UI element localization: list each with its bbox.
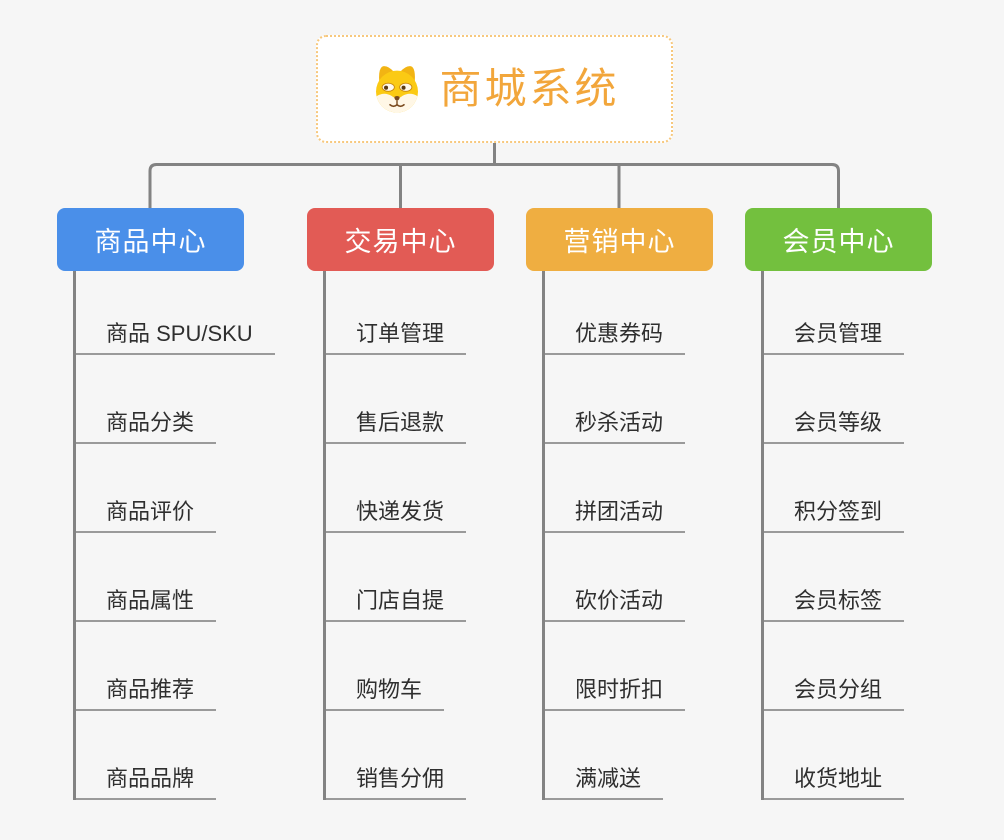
tree-leaf-label: 拼团活动 — [545, 499, 686, 533]
tree-leaf[interactable]: 会员管理 — [764, 271, 905, 355]
branch-node-product-center[interactable]: 商品中心 — [57, 208, 244, 271]
tree-leaf-label: 秒杀活动 — [545, 410, 686, 444]
tree-leaf-label: 售后退款 — [326, 410, 467, 444]
root-node[interactable]: 商城系统 — [316, 35, 673, 143]
tree-leaf-label: 商品推荐 — [76, 677, 217, 711]
tree-leaf[interactable]: 商品分类 — [76, 355, 275, 444]
tree-leaf-label: 商品属性 — [76, 588, 217, 622]
tree-leaf-label: 积分签到 — [764, 499, 905, 533]
tree-leaf-label: 砍价活动 — [545, 588, 686, 622]
branch-member-center: 会员中心 会员管理 会员等级 积分签到 会员标签 会员分组 收货地址 — [745, 208, 932, 800]
tree-leaf[interactable]: 限时折扣 — [545, 622, 686, 711]
tree-leaf[interactable]: 优惠券码 — [545, 271, 686, 355]
tree-leaf[interactable]: 订单管理 — [326, 271, 467, 355]
branch-node-member-center[interactable]: 会员中心 — [745, 208, 932, 271]
branch-bus-line — [148, 163, 840, 208]
tree-leaf-label: 会员管理 — [764, 321, 905, 355]
tree-leaf-label: 优惠券码 — [545, 321, 686, 355]
tree-leaf[interactable]: 购物车 — [326, 622, 466, 711]
tree-leaf[interactable]: 快递发货 — [326, 444, 467, 533]
tree-leaf[interactable]: 积分签到 — [764, 444, 905, 533]
tree-leaf[interactable]: 会员等级 — [764, 355, 905, 444]
branch-marketing-center: 营销中心 优惠券码 秒杀活动 拼团活动 砍价活动 限时折扣 满减送 — [526, 208, 713, 800]
tree-leaf-label: 限时折扣 — [545, 677, 686, 711]
tree-leaf[interactable]: 秒杀活动 — [545, 355, 686, 444]
tree-leaf[interactable]: 销售分佣 — [326, 711, 467, 800]
tree-leaf-label: 销售分佣 — [326, 766, 467, 800]
tree-leaf[interactable]: 满减送 — [545, 711, 685, 800]
tree-leaf[interactable]: 商品属性 — [76, 533, 275, 622]
tree-leaf-label: 购物车 — [326, 677, 445, 711]
branch-trade-center: 交易中心 订单管理 售后退款 快递发货 门店自提 购物车 销售分佣 — [307, 208, 494, 800]
branch-member-items: 会员管理 会员等级 积分签到 会员标签 会员分组 收货地址 — [761, 271, 905, 800]
tree-leaf-label: 门店自提 — [326, 588, 467, 622]
tree-leaf[interactable]: 商品品牌 — [76, 711, 275, 800]
tree-leaf-label: 满减送 — [545, 766, 664, 800]
tree-leaf-label: 收货地址 — [764, 766, 905, 800]
branch-product-center: 商品中心 商品 SPU/SKU 商品分类 商品评价 商品属性 商品推荐 商品品牌 — [57, 208, 275, 800]
branch-product-items: 商品 SPU/SKU 商品分类 商品评价 商品属性 商品推荐 商品品牌 — [73, 271, 275, 800]
tree-leaf-label: 商品分类 — [76, 410, 217, 444]
tree-leaf-label: 会员等级 — [764, 410, 905, 444]
tree-leaf[interactable]: 商品评价 — [76, 444, 275, 533]
tree-leaf-label: 订单管理 — [326, 321, 467, 355]
tree-leaf[interactable]: 商品推荐 — [76, 622, 275, 711]
tree-leaf[interactable]: 拼团活动 — [545, 444, 686, 533]
tree-leaf[interactable]: 会员标签 — [764, 533, 905, 622]
shiba-dog-icon — [369, 61, 425, 117]
branch-marketing-items: 优惠券码 秒杀活动 拼团活动 砍价活动 限时折扣 满减送 — [542, 271, 686, 800]
tree-leaf-label: 会员标签 — [764, 588, 905, 622]
tree-leaf-label: 商品评价 — [76, 499, 217, 533]
tree-leaf[interactable]: 门店自提 — [326, 533, 467, 622]
tree-leaf-label: 会员分组 — [764, 677, 905, 711]
tree-leaf[interactable]: 商品 SPU/SKU — [76, 271, 275, 355]
root-title: 商城系统 — [439, 65, 620, 112]
tree-leaf-label: 商品品牌 — [76, 766, 217, 800]
tree-leaf-label: 快递发货 — [326, 499, 467, 533]
branch-node-trade-center[interactable]: 交易中心 — [307, 208, 494, 271]
tree-leaf-label: 商品 SPU/SKU — [76, 321, 275, 355]
tree-leaf[interactable]: 砍价活动 — [545, 533, 686, 622]
branch-node-marketing-center[interactable]: 营销中心 — [526, 208, 713, 271]
branch-trade-items: 订单管理 售后退款 快递发货 门店自提 购物车 销售分佣 — [323, 271, 467, 800]
tree-leaf[interactable]: 会员分组 — [764, 622, 905, 711]
tree-leaf[interactable]: 售后退款 — [326, 355, 467, 444]
tree-leaf[interactable]: 收货地址 — [764, 711, 905, 800]
